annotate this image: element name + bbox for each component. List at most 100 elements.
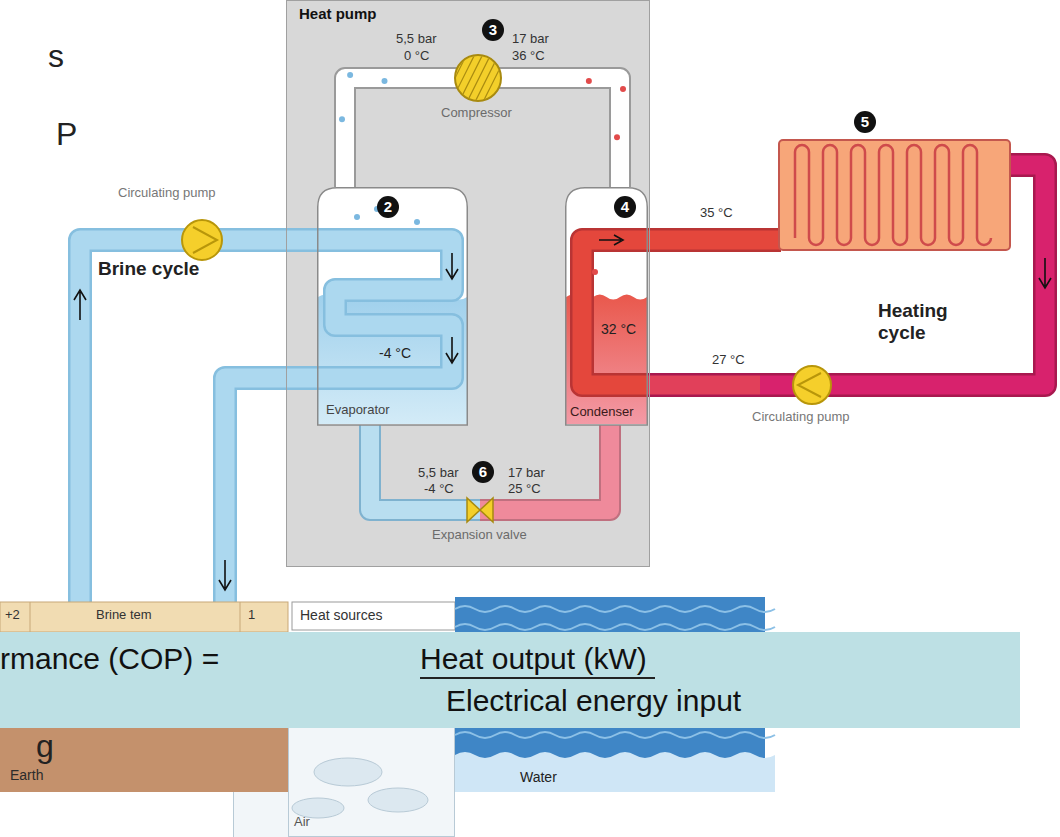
cycle-label: Heating cycle (878, 300, 983, 344)
vapour-bubble (339, 116, 345, 122)
temperature-label: 25 °C (508, 482, 541, 497)
pressure-label: 17 bar (512, 32, 549, 47)
drawing-part (80, 240, 318, 602)
radiator (779, 140, 1010, 250)
callout-number: 5 (854, 111, 876, 133)
node-label: Water (520, 769, 557, 785)
drawing-part (225, 378, 318, 602)
drawing-part (225, 378, 318, 602)
water-wave (455, 606, 775, 612)
vapour-bubble (354, 214, 360, 220)
evaporator-shell (317, 187, 468, 425)
refrigerant-pipe (339, 72, 438, 187)
drawing-part (416, 48, 446, 108)
formula-text: rmance (COP) = (0, 642, 219, 677)
vapour-bubble (592, 269, 598, 275)
drawing-part (432, 48, 462, 108)
compressor: Compressor (438, 54, 518, 124)
callout-number: 6 (472, 461, 494, 483)
air-region (233, 790, 289, 837)
drawing-part (798, 373, 821, 397)
compressor-hatch (416, 48, 510, 108)
temperature-label: 36 °C (512, 49, 545, 64)
node-label: Evaporator (326, 403, 390, 418)
slide-text: P (56, 116, 77, 153)
vapour-bubble (614, 134, 620, 140)
condenser-shell (565, 187, 648, 425)
pipe-core (535, 425, 610, 510)
pipe-wall (370, 425, 425, 510)
drawing-part (779, 140, 1010, 250)
pressure-label: 5,5 bar (418, 466, 458, 481)
temperature-label: 35 °C (700, 206, 733, 221)
vapour-bubble (414, 219, 420, 225)
drawing-part (648, 376, 760, 395)
vapour-bubble (347, 72, 353, 78)
strip-label: +2 (5, 608, 20, 623)
drawing-part (80, 240, 318, 602)
circulating-pump-symbol (182, 220, 222, 260)
pipe-wall (535, 425, 610, 510)
strip-label: Brine tem (96, 608, 152, 623)
refrigerant-pipe (370, 425, 425, 510)
refrigerant-pipe (518, 78, 626, 187)
drawing-part (648, 231, 781, 250)
water-shallows (455, 752, 775, 792)
temperature-label: 27 °C (712, 353, 745, 368)
flow-arrow (446, 253, 458, 363)
heating-coil (582, 240, 648, 385)
valve-symbol (467, 498, 493, 522)
heat-pump-box: Heat pumpCompressor-4 °CEvaporator32 °CC… (286, 0, 650, 567)
circulating-pump-symbol (793, 366, 831, 404)
drawing-part (793, 366, 831, 404)
vapour-bubble (382, 78, 388, 84)
pipe-core (370, 425, 425, 510)
node-label: Compressor (441, 106, 512, 121)
vapour-bubble (586, 78, 592, 84)
evaporator-outline (318, 188, 468, 425)
drawing-part (1039, 258, 1051, 288)
pipe-wall (518, 78, 620, 187)
drawing-part (219, 560, 231, 590)
pressure-label: 5,5 bar (396, 32, 436, 47)
cycle-label: Brine cycle (98, 258, 199, 280)
node-label: 32 °C (601, 321, 636, 337)
formula-text: Heat output (kW) (420, 642, 655, 679)
brine-temperature-strip (0, 602, 288, 632)
strip-divider (240, 602, 241, 632)
drawing-part (193, 227, 217, 253)
evaporator: -4 °CEvaporator (317, 187, 468, 425)
brine-pipe (74, 240, 318, 602)
drawing-part (424, 48, 454, 108)
heat-sources-box (292, 602, 455, 630)
node-label: Earth (10, 767, 43, 783)
pump-label: Circulating pump (118, 186, 216, 201)
callout-number: 3 (482, 19, 504, 41)
air-region-edge (233, 790, 234, 837)
node-label: Condenser (570, 405, 634, 420)
drawing-part (448, 48, 478, 108)
temperature-label: 0 °C (404, 49, 429, 64)
pump-label: Circulating pump (752, 410, 850, 425)
drawing-part (182, 220, 222, 260)
drawing-part (480, 48, 510, 108)
heating-coil (582, 240, 648, 385)
pressure-label: 17 bar (508, 466, 545, 481)
pipe-core (345, 78, 438, 187)
cloud (314, 758, 382, 786)
drawing-part (795, 145, 991, 245)
heat-sources-label: Heat sources (300, 607, 382, 623)
vapour-bubble (620, 86, 626, 92)
expansion-valve: Expansion valve (425, 498, 535, 548)
cop-formula-band: rmance (COP) = Heat output (kW) Electrical… (0, 632, 1020, 728)
evaporator-shape (317, 187, 468, 425)
water-wave (455, 732, 775, 738)
condenser-shape (565, 187, 648, 425)
compressor-symbol (455, 55, 501, 101)
formula-text: Electrical energy input (446, 684, 741, 719)
refrigerant-pipe (535, 425, 610, 510)
temperature-label: -4 °C (424, 482, 454, 497)
brine-coil (317, 240, 452, 378)
